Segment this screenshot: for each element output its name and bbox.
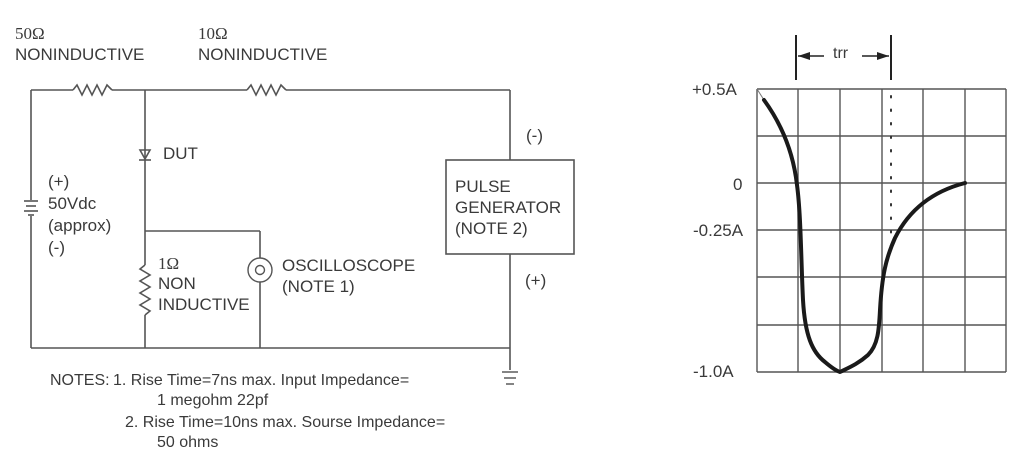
resistor-10-type: NONINDUCTIVE [198,45,328,64]
oscilloscope-note: (NOTE 1) [282,277,355,296]
y-label-plus-0-5: +0.5A [692,80,737,99]
trr-markers [795,35,892,80]
pulse-gen-line2: GENERATOR [455,198,562,217]
resistor-50-icon [72,83,113,97]
resistor-10-value: 10Ω [198,24,228,44]
resistor-1-icon [138,264,152,316]
y-label-minus-0-25: -0.25A [693,221,744,240]
resistor-1-line1: NON [158,274,196,293]
note1-line1: 1. Rise Time=7ns max. Input Impedance= [113,372,410,389]
pulse-gen-plus: (+) [525,271,547,290]
oscilloscope-label: OSCILLOSCOPE [282,256,416,275]
diode-icon [138,149,152,161]
battery-minus: (-) [48,238,65,257]
note1-line2: 1 megohm 22pf [157,392,269,409]
note2-line2: 50 ohms [157,434,219,451]
arrow-right-icon [877,52,889,60]
dut-label: DUT [163,144,198,163]
battery-voltage: 50Vdc [48,194,97,213]
resistor-50-type: NONINDUCTIVE [15,45,145,64]
note2-line1: 2. Rise Time=10ns max. Sourse Impedance= [125,414,446,431]
oscilloscope-icon [247,257,273,283]
battery-approx: (approx) [48,216,112,235]
recovery-waveform [762,98,967,374]
trr-label: trr [833,45,849,62]
battery-plus: (+) [48,172,70,191]
pulse-gen-line1: PULSE [455,177,511,196]
scope-grid [756,88,1007,373]
pulse-gen-minus: (-) [526,126,543,145]
resistor-1-line2: INDUCTIVE [158,295,250,314]
pulse-generator-box [445,159,575,255]
notes-header: NOTES: [50,372,110,389]
resistor-50-value: 50Ω [15,24,45,44]
battery-icon [24,200,38,216]
resistor-1-value: 1Ω [158,254,180,273]
y-label-zero: 0 [733,175,743,194]
resistor-50-value-text: 50Ω [15,24,45,43]
ground-icon [502,371,518,385]
pulse-gen-line3: (NOTE 2) [455,219,528,238]
y-label-minus-1-0: -1.0A [693,362,734,381]
arrow-left-icon [798,52,810,60]
resistor-10-icon [246,83,287,97]
resistor-10-value-text: 10Ω [198,24,228,43]
